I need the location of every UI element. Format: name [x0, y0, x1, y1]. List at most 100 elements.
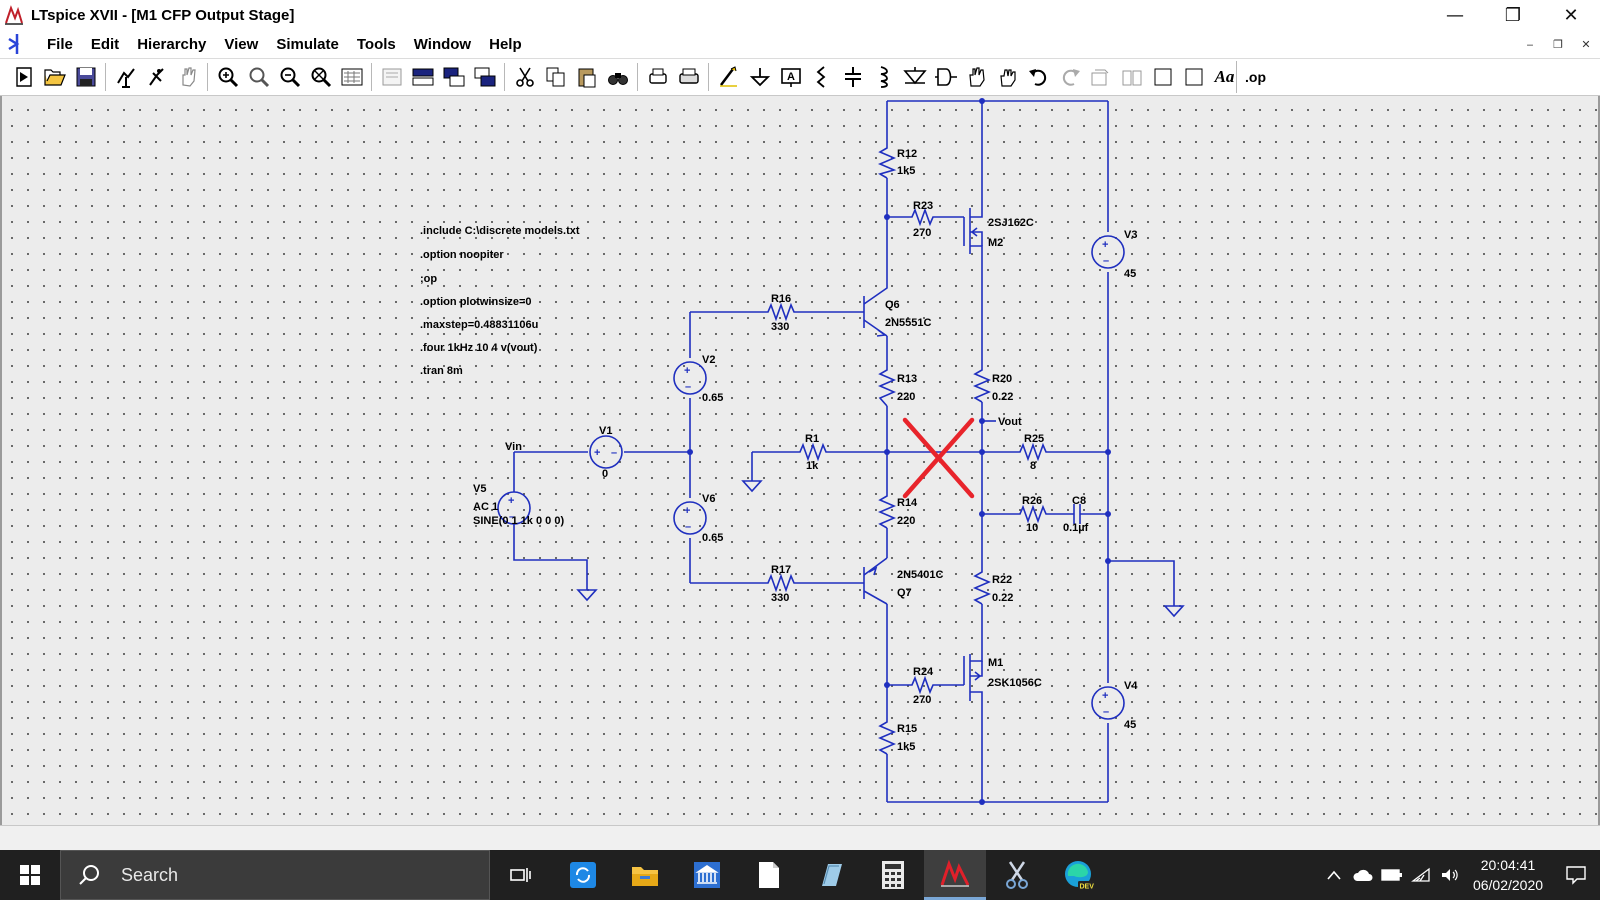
taskbar-app-document[interactable]	[738, 850, 800, 900]
menu-simulate[interactable]: Simulate	[276, 35, 339, 53]
doc-close-button[interactable]: ✕	[1581, 37, 1591, 51]
start-button[interactable]	[0, 850, 60, 900]
autorange-button[interactable]	[337, 62, 367, 92]
resistor-r20[interactable]	[972, 366, 992, 403]
label-net-button[interactable]: A	[776, 62, 806, 92]
mirror-button[interactable]	[1117, 62, 1147, 92]
resistor-r25[interactable]	[1016, 442, 1048, 462]
component-button[interactable]	[931, 62, 961, 92]
cascade-button[interactable]	[470, 62, 500, 92]
transistor-q6[interactable]	[863, 285, 888, 337]
tile-horizontal-icon	[412, 68, 433, 86]
taskbar-search[interactable]: Search	[60, 850, 490, 900]
menu-edit[interactable]: Edit	[90, 35, 120, 53]
resistor-r15[interactable]	[877, 718, 897, 755]
taskbar-app-bank[interactable]	[676, 850, 738, 900]
open-button[interactable]	[40, 62, 70, 92]
source-v1[interactable]: + –	[589, 435, 623, 469]
find-button[interactable]	[603, 62, 633, 92]
taskbar-app-ltspice[interactable]	[924, 850, 986, 900]
run-button[interactable]	[9, 62, 39, 92]
zoom-in-button[interactable]	[213, 62, 243, 92]
notification-center-button[interactable]	[1552, 850, 1600, 900]
transistor-q7[interactable]	[863, 557, 888, 605]
taskbar-app-notes[interactable]	[800, 850, 862, 900]
close-button[interactable]: ✕	[1563, 4, 1579, 26]
paste-button[interactable]	[572, 62, 602, 92]
taskbar-app-snipping[interactable]	[986, 850, 1048, 900]
tile-vertical-button[interactable]	[439, 62, 469, 92]
capacitor-c8[interactable]	[1073, 504, 1081, 524]
source-v3[interactable]: + –	[1091, 235, 1125, 269]
tile-horizontal-button[interactable]	[408, 62, 438, 92]
spice-directives[interactable]: .include C:\discrete models.txt .option …	[420, 225, 580, 377]
taskbar-app-file-explorer[interactable]	[614, 850, 676, 900]
pan-button[interactable]	[173, 62, 203, 92]
source-v2[interactable]: + –	[673, 361, 707, 395]
resistor-r12[interactable]	[877, 144, 897, 179]
taskbar-clock[interactable]: 20:04:41 06/02/2020	[1464, 855, 1552, 895]
copy-button[interactable]	[541, 62, 571, 92]
resistor-button[interactable]	[807, 62, 837, 92]
resistor-r26[interactable]	[1016, 504, 1048, 524]
resistor-r14[interactable]	[877, 492, 897, 529]
halt-button[interactable]	[142, 62, 172, 92]
save-button[interactable]	[71, 62, 101, 92]
resistor-r24[interactable]	[908, 675, 936, 695]
minimize-button[interactable]: —	[1446, 4, 1464, 26]
doc-minimize-button[interactable]: ‒	[1526, 37, 1534, 51]
menu-tools[interactable]: Tools	[356, 35, 396, 53]
move-button[interactable]	[962, 62, 992, 92]
print-preview-button[interactable]	[643, 62, 673, 92]
onedrive-icon[interactable]	[1348, 850, 1377, 900]
ground-button[interactable]	[745, 62, 775, 92]
tray-overflow-icon[interactable]	[1319, 850, 1348, 900]
menu-view[interactable]: View	[224, 35, 259, 53]
task-view-button[interactable]	[489, 850, 551, 900]
spice-directive-button[interactable]: .op	[1241, 62, 1271, 92]
mosfet-m1[interactable]	[963, 654, 983, 701]
control-panel-button[interactable]	[111, 62, 141, 92]
source-v4[interactable]: + –	[1091, 686, 1125, 720]
menu-help[interactable]: Help	[489, 35, 522, 53]
print-button[interactable]	[674, 62, 704, 92]
zoom-fit-button[interactable]	[306, 62, 336, 92]
wire-button[interactable]	[714, 62, 744, 92]
schematic-button[interactable]	[377, 62, 407, 92]
text-button[interactable]: Aa	[1210, 62, 1240, 92]
diode-button[interactable]	[900, 62, 930, 92]
menu-file[interactable]: File	[47, 35, 73, 53]
wifi-icon[interactable]	[1406, 850, 1435, 900]
undo-button[interactable]	[1024, 62, 1054, 92]
taskbar-app-edge-dev[interactable]: DEV	[1048, 850, 1110, 900]
capacitor-button[interactable]	[838, 62, 868, 92]
volume-icon[interactable]	[1435, 850, 1464, 900]
rotate-button[interactable]	[1086, 62, 1116, 92]
text-button[interactable]	[1148, 62, 1178, 92]
doc-restore-button[interactable]: ❐	[1553, 37, 1563, 51]
taskbar-app-sync[interactable]	[552, 850, 614, 900]
resistor-r23[interactable]	[908, 207, 936, 227]
inductor-button[interactable]	[869, 62, 899, 92]
schematic-doc-icon[interactable]	[4, 31, 30, 57]
schematic-canvas[interactable]: + – + – + – + – + –	[0, 96, 1600, 825]
battery-icon[interactable]	[1377, 850, 1406, 900]
cut-button[interactable]	[510, 62, 540, 92]
resistor-r13[interactable]	[877, 366, 897, 407]
zoom-area-button[interactable]	[244, 62, 274, 92]
source-v6[interactable]: + –	[673, 501, 707, 535]
resistor-r17[interactable]	[764, 573, 796, 593]
menu-hierarchy[interactable]: Hierarchy	[137, 35, 207, 53]
zoom-out-button[interactable]	[275, 62, 305, 92]
drag-button[interactable]	[993, 62, 1023, 92]
menu-window[interactable]: Window	[413, 35, 472, 53]
maximize-button[interactable]: ❐	[1504, 4, 1522, 26]
source-v5[interactable]: + –	[497, 491, 531, 525]
resistor-r1[interactable]	[796, 442, 828, 462]
redo-button[interactable]	[1055, 62, 1085, 92]
spice-directive-button[interactable]	[1179, 62, 1209, 92]
resistor-r16[interactable]	[764, 302, 796, 322]
mosfet-m2[interactable]	[963, 208, 983, 254]
taskbar-app-calculator[interactable]	[862, 850, 924, 900]
resistor-r22[interactable]	[972, 566, 992, 605]
